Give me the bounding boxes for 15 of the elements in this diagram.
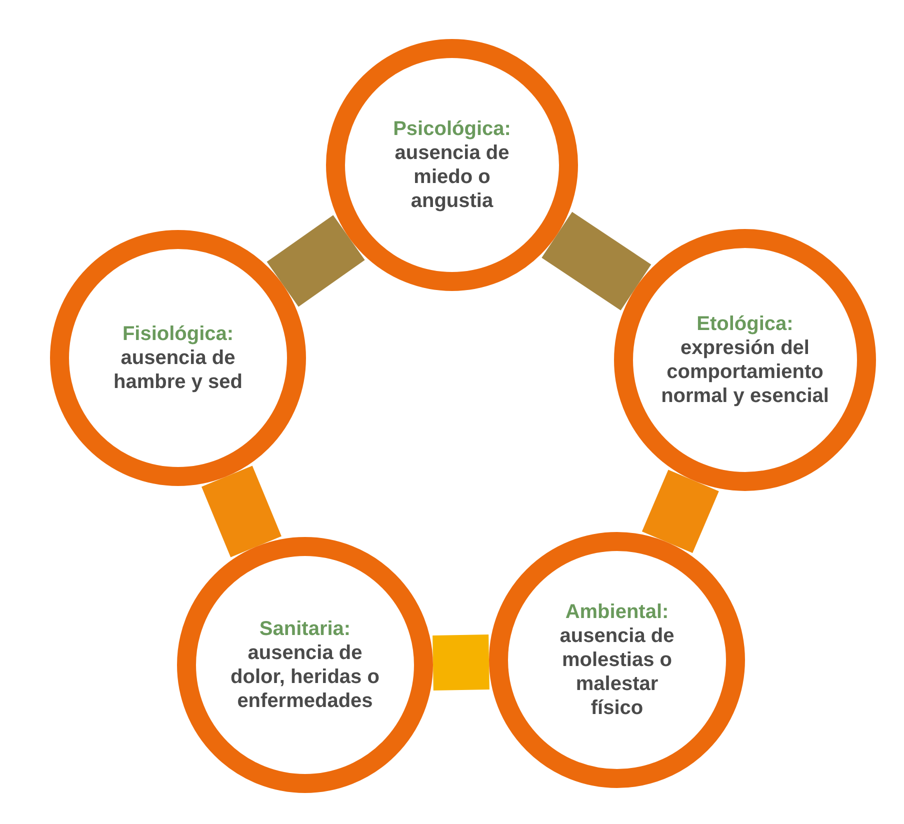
connector-band bbox=[432, 634, 490, 690]
node-text: ausencia de dolor, heridas o enfermedades bbox=[230, 641, 380, 713]
node-text: ausencia de hambre y sed bbox=[112, 346, 244, 394]
connector-band bbox=[202, 466, 282, 558]
node-text: ausencia de miedo o angustia bbox=[394, 141, 510, 213]
node-heading: Sanitaria: bbox=[258, 617, 352, 641]
node-heading: Etológica: bbox=[696, 312, 794, 336]
node-text: expresión del comportamiento normal y esencial bbox=[660, 336, 830, 408]
node-heading: Psicológica: bbox=[393, 117, 511, 141]
connector-band bbox=[642, 470, 719, 554]
node-heading: Fisiológica: bbox=[121, 322, 235, 346]
node-heading: Ambiental: bbox=[564, 600, 670, 624]
connector-band bbox=[266, 215, 365, 307]
connector-band bbox=[542, 212, 652, 310]
node-text: ausencia de molestias o malestar físico bbox=[558, 624, 676, 720]
